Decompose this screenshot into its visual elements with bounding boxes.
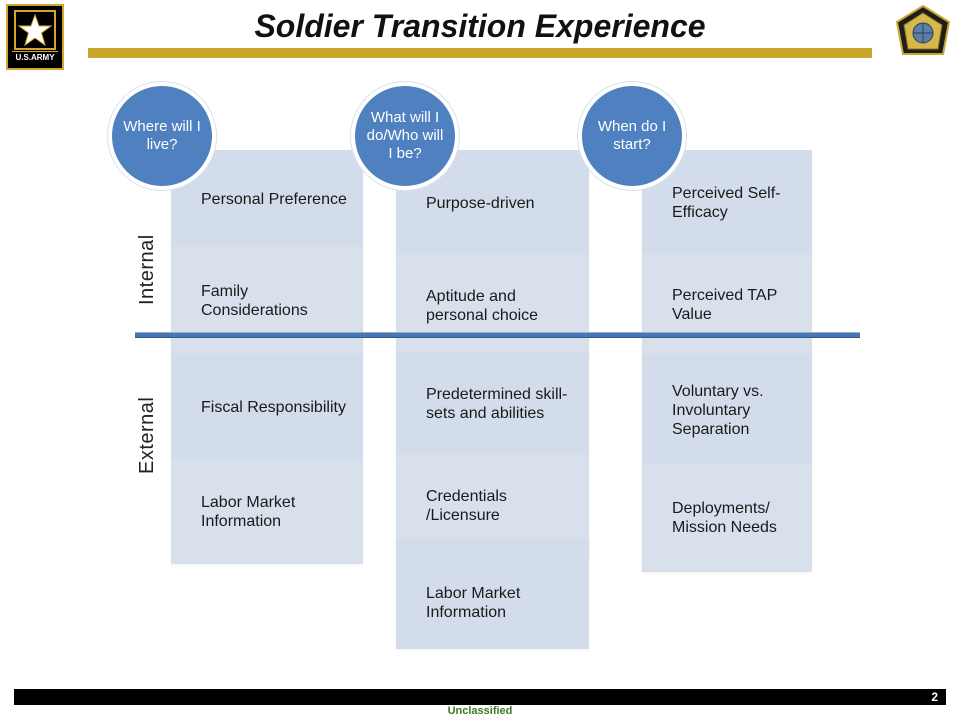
item-card: Fiscal Responsibility (171, 354, 363, 460)
item-card: Labor Market Information (171, 460, 363, 564)
title-underline (88, 48, 872, 58)
question-text: What will I do/Who will I be? (366, 109, 444, 162)
internal-external-divider (135, 332, 860, 338)
item-text: Aptitude and personal choice (426, 288, 539, 324)
army-seal-icon (895, 4, 951, 55)
question-text: When do I start? (597, 118, 667, 153)
item-text: Purpose-driven (426, 194, 535, 212)
item-card: Perceived TAP Value (642, 254, 812, 356)
external-label: External (136, 396, 158, 474)
question-circle: Where will I live? (108, 82, 216, 190)
item-text: Labor Market Information (201, 494, 296, 530)
question-circle: When do I start? (578, 82, 686, 190)
item-card: Voluntary vs. Involuntary Separation (642, 354, 812, 466)
item-text: Perceived TAP Value (672, 287, 777, 323)
item-text: Deployments/ Mission Needs (672, 500, 777, 536)
item-card: Aptitude and personal choice (396, 254, 589, 358)
item-text: Labor Market Information (426, 584, 521, 621)
item-text: Predetermined skill-sets and abilities (426, 386, 568, 422)
question-circle: What will I do/Who will I be? (351, 82, 459, 190)
page-title: Soldier Transition Experience (254, 8, 706, 44)
classification-label: Unclassified (447, 705, 513, 717)
us-army-logo: U.S.ARMY (6, 4, 64, 70)
item-text: Fiscal Responsibility (201, 398, 346, 416)
item-card: Predetermined skill-sets and abilities (396, 352, 589, 456)
question-text: Where will I live? (123, 118, 201, 153)
footer-bar: 2 (14, 689, 946, 705)
item-text: Voluntary vs. Involuntary Separation (672, 382, 764, 438)
item-text: Perceived Self-Efficacy (672, 185, 781, 221)
page-number: 2 (931, 690, 938, 704)
item-text: Personal Preference (201, 190, 347, 208)
item-card: Labor Market Information (396, 538, 589, 649)
army-star-icon (14, 10, 56, 50)
item-text: Credentials /Licensure (426, 488, 507, 524)
item-text: Family Considerations (201, 283, 308, 319)
internal-label: Internal (136, 234, 158, 305)
army-logo-text: U.S.ARMY (12, 51, 58, 64)
item-card: Deployments/ Mission Needs (642, 464, 812, 572)
item-card: Family Considerations (171, 246, 363, 356)
